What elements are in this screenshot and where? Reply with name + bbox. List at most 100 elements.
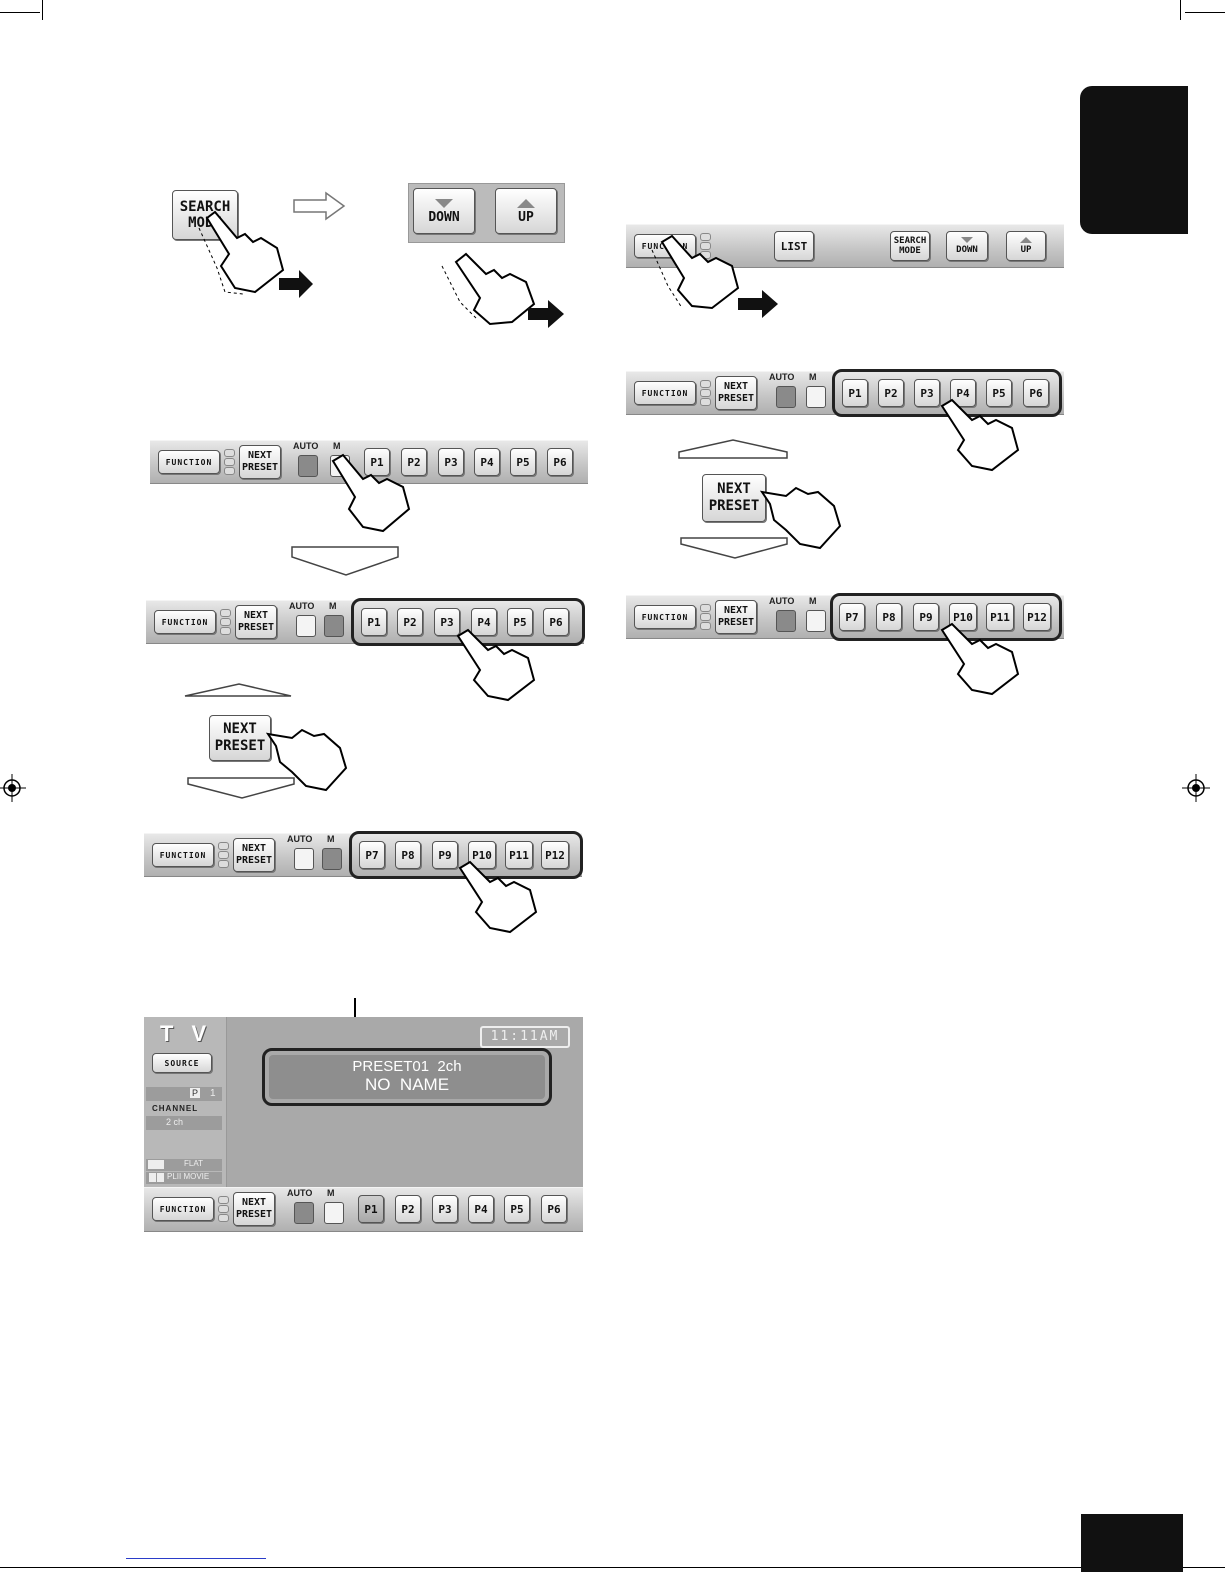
triangle-down-icon xyxy=(435,199,453,208)
down-button[interactable]: DOWN xyxy=(413,188,475,234)
preset-button[interactable]: P6 xyxy=(543,608,569,636)
triangle-up-icon xyxy=(1020,236,1032,243)
next-preset-button[interactable]: NEXT PRESET xyxy=(235,605,277,639)
preset-button[interactable]: P3 xyxy=(914,379,940,407)
preset-button[interactable]: P2 xyxy=(395,1195,421,1223)
hollow-right-arrow-icon xyxy=(293,191,346,221)
preset-button[interactable]: P2 xyxy=(401,448,427,476)
next-preset-button[interactable]: NEXT PRESET xyxy=(209,715,271,761)
preset-button[interactable]: P5 xyxy=(986,379,1012,407)
preset-number: 1 xyxy=(210,1088,216,1099)
up-button[interactable]: UP xyxy=(495,188,557,234)
preset-button[interactable]: P1 xyxy=(361,608,387,636)
preset-button[interactable]: P1 xyxy=(842,379,868,407)
function-button[interactable]: FUNCTION xyxy=(158,450,220,474)
function-button[interactable]: FUNCTION xyxy=(634,605,696,629)
preset-button[interactable]: P5 xyxy=(510,448,536,476)
surround-label: PLII MOVIE xyxy=(167,1172,210,1181)
indicator-leds xyxy=(224,449,235,476)
m-toggle[interactable] xyxy=(324,615,344,637)
preset-button-active[interactable]: P1 xyxy=(358,1195,384,1223)
hand-pointer-icon xyxy=(456,628,536,702)
m-label: M xyxy=(809,372,817,382)
indicator-leds xyxy=(220,609,231,636)
auto-toggle[interactable] xyxy=(294,848,314,870)
auto-toggle[interactable] xyxy=(776,610,796,632)
next-preset-button[interactable]: NEXT PRESET xyxy=(715,376,757,410)
preset-button[interactable]: P8 xyxy=(876,603,902,631)
m-label: M xyxy=(809,596,817,606)
preset-bar: FUNCTION NEXT PRESET AUTO M P7 P8 P9 P10… xyxy=(144,833,582,877)
hand-pointer-icon xyxy=(331,453,411,533)
auto-toggle[interactable] xyxy=(298,455,318,477)
next-preset-button[interactable]: NEXT PRESET xyxy=(715,600,757,634)
next-preset-button[interactable]: NEXT PRESET xyxy=(233,1192,275,1226)
preset-button[interactable]: P11 xyxy=(986,603,1014,631)
preset-button[interactable]: P6 xyxy=(547,448,573,476)
next-preset-button[interactable]: NEXT PRESET xyxy=(233,838,275,872)
preset-button[interactable]: P6 xyxy=(541,1195,567,1223)
preset-button[interactable]: P9 xyxy=(913,603,939,631)
hollow-down-arrow-icon xyxy=(291,546,399,576)
preset-button[interactable]: P12 xyxy=(1023,603,1051,631)
up-button[interactable]: UP xyxy=(1006,231,1046,261)
list-button[interactable]: LIST xyxy=(774,231,814,261)
triangle-up-icon xyxy=(517,199,535,208)
auto-toggle[interactable] xyxy=(296,615,316,637)
tv-title: T V xyxy=(160,1021,213,1046)
function-button[interactable]: FUNCTION xyxy=(152,843,214,867)
preset-button[interactable]: P7 xyxy=(839,603,865,631)
dolby-icon xyxy=(149,1173,156,1182)
m-toggle[interactable] xyxy=(324,1202,344,1224)
hand-pointer-icon xyxy=(940,622,1020,696)
registration-mark xyxy=(1182,774,1210,802)
function-button[interactable]: FUNCTION xyxy=(634,381,696,405)
hand-pointer-icon xyxy=(651,234,778,318)
next-preset-button[interactable]: NEXT PRESET xyxy=(239,445,281,479)
triangle-down-icon xyxy=(961,236,973,243)
down-button[interactable]: DOWN xyxy=(946,231,988,261)
preset-button[interactable]: P5 xyxy=(504,1195,530,1223)
auto-toggle[interactable] xyxy=(776,386,796,408)
preset-button[interactable]: P3 xyxy=(438,448,464,476)
preset-button[interactable]: P4 xyxy=(471,608,497,636)
preset-button[interactable]: P12 xyxy=(541,841,569,869)
preset-button[interactable]: P6 xyxy=(1023,379,1049,407)
preset-button[interactable]: P3 xyxy=(432,1195,458,1223)
preset-button[interactable]: P11 xyxy=(505,841,533,869)
preset-button[interactable]: P4 xyxy=(474,448,500,476)
function-button[interactable]: FUNCTION xyxy=(152,1197,214,1221)
preset-button[interactable]: P2 xyxy=(878,379,904,407)
auto-toggle[interactable] xyxy=(294,1202,314,1224)
indicator-leds xyxy=(700,380,711,407)
crop-mark xyxy=(1185,12,1225,13)
preset-button[interactable]: P1 xyxy=(364,448,390,476)
m-toggle[interactable] xyxy=(322,848,342,870)
preset-button[interactable]: P2 xyxy=(397,608,423,636)
m-label: M xyxy=(327,834,335,844)
preset-button[interactable]: P4 xyxy=(468,1195,494,1223)
preset-button[interactable]: P7 xyxy=(359,841,385,869)
hollow-down-arrow-icon xyxy=(680,537,788,559)
auto-label: AUTO xyxy=(289,601,315,611)
language-tab xyxy=(1080,86,1188,234)
indicator-leds xyxy=(218,842,229,869)
down-label: DOWN xyxy=(956,244,978,255)
preset-button[interactable]: P3 xyxy=(434,608,460,636)
eq-field: FLAT xyxy=(146,1159,222,1171)
search-mode-button[interactable]: SEARCH MODE xyxy=(890,231,930,261)
hollow-down-arrow-icon xyxy=(187,777,295,799)
preset-button[interactable]: P8 xyxy=(395,841,421,869)
auto-label: AUTO xyxy=(287,1188,313,1198)
m-toggle[interactable] xyxy=(806,610,826,632)
m-toggle[interactable] xyxy=(806,386,826,408)
source-button[interactable]: SOURCE xyxy=(152,1053,212,1073)
preset-button[interactable]: P5 xyxy=(507,608,533,636)
eq-icon xyxy=(148,1160,164,1169)
registration-mark xyxy=(0,774,26,802)
indicator-leds xyxy=(218,1196,229,1223)
function-button[interactable]: FUNCTION xyxy=(154,610,216,634)
preset-display: PRESET01 2ch NO NAME xyxy=(269,1055,545,1099)
preset-button[interactable]: P9 xyxy=(432,841,458,869)
indicator-leds xyxy=(700,604,711,631)
